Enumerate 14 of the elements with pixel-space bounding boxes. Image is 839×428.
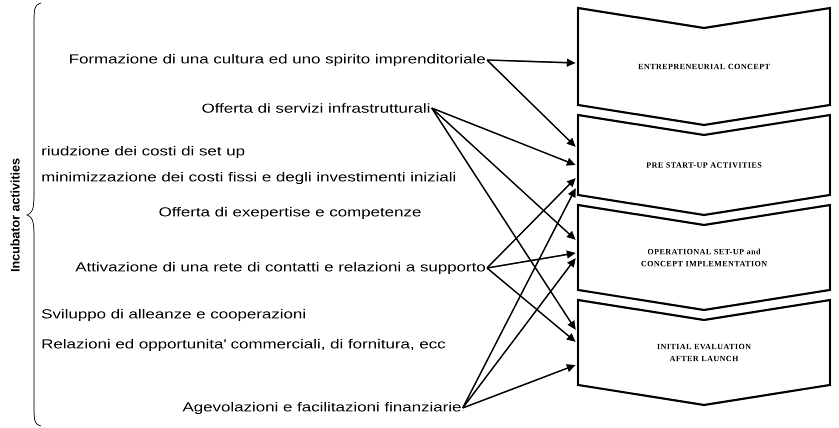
activity-text: Offerta di servizi infrastrutturali xyxy=(202,103,430,113)
activity-text: Relazioni ed opportunita' commerciali, di fornitura, ecc xyxy=(42,338,446,352)
axis-label: Incubator activities xyxy=(10,158,20,272)
activity-text: minimizzazione dei costi fissi e degli investimenti iniziali xyxy=(42,172,456,184)
chevron-step: INITIAL EVALUATION AFTER LAUNCH xyxy=(576,298,832,406)
chevron-step: ENTREPRENEURIAL CONCEPT xyxy=(576,6,832,126)
activity-text: riudzione dei costi di set up xyxy=(42,146,244,158)
activity-text: Attivazione di una rete di contatti e relazioni a supporto xyxy=(75,262,485,274)
chevron-step: OPERATIONAL SET-UP and CONCEPT IMPLEMENTATION xyxy=(576,204,832,312)
activity-text: Formazione di una cultura ed uno spirito imprenditoriale xyxy=(70,54,485,66)
activity-text: Agevolazioni e facilitazioni finanziarie xyxy=(182,402,461,414)
chevron-step: PRE START-UP ACTIVITIES xyxy=(576,114,832,216)
activity-text: Offerta di exepertise e competenze xyxy=(159,206,421,220)
activity-text: Sviluppo di alleanze e cooperazioni xyxy=(42,308,305,322)
